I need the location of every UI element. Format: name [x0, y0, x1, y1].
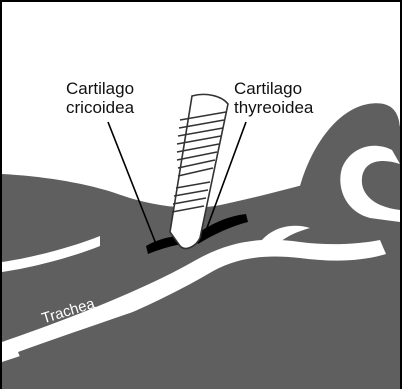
thyroid-label: Cartilago thyreoidea — [234, 79, 313, 117]
thyroid-label-line1: Cartilago — [234, 79, 313, 98]
cricoid-label-line2: cricoidea — [66, 98, 134, 117]
cricoid-label-line1: Cartilago — [66, 79, 134, 98]
thyroid-label-line2: thyreoidea — [234, 98, 313, 117]
cricoid-label: Cartilago cricoidea — [66, 79, 134, 117]
